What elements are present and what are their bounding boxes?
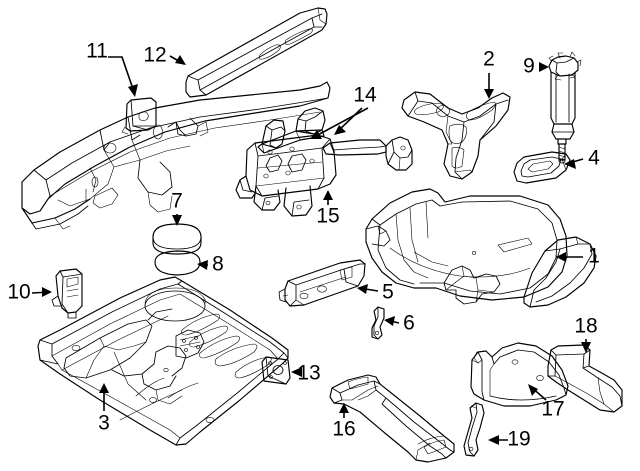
callout-number-2: 2 (483, 48, 495, 71)
part-12-side-sill-rail-upper (185, 7, 328, 98)
part-1-trunk-floor-pan (365, 188, 597, 308)
callout-number-18: 18 (574, 315, 597, 338)
callout-number-8: 8 (212, 253, 224, 276)
part-5-rear-rail-reinforcement-channel (278, 259, 366, 307)
callout-number-11: 11 (86, 40, 108, 63)
callout-number-15: 15 (316, 205, 339, 228)
callout-number-12: 12 (143, 44, 166, 67)
part-18-rear-corner-extension-panel (547, 344, 623, 413)
callout-number-4: 4 (588, 147, 600, 170)
callout-number-9: 9 (523, 55, 535, 78)
callout-number-3: 3 (98, 412, 110, 435)
callout-number-10: 10 (7, 281, 30, 304)
part-15-seat-mount-crossmember (235, 134, 337, 217)
part-9-scissor-jack-screw-assembly (548, 51, 582, 164)
part-11-front-rail-mount-bracket (121, 97, 157, 135)
part-10-floor-pan-bracket (51, 268, 83, 319)
part-16-rear-floor-side-rail (329, 374, 455, 463)
callout-number-1: 1 (588, 245, 600, 268)
part-17-wheelhouse-closing-panel (470, 342, 569, 407)
part-2-y-shaped-crossmember-brace (401, 91, 511, 180)
callout-number-5: 5 (382, 281, 394, 304)
callout-number-14: 14 (353, 84, 377, 107)
callout-leaders (31, 55, 591, 445)
callout-number-6: 6 (403, 312, 415, 335)
part-4-jack-pad-tray (513, 151, 571, 184)
part-19-curved-reinforcement-bracket (463, 402, 485, 457)
frame-rail-assembly (21, 81, 331, 230)
part-13-mounting-plate (261, 356, 291, 385)
callout-number-16: 16 (332, 418, 355, 441)
part-6-small-angle-bracket (371, 306, 385, 340)
callout-numbers: 1 2 3 4 5 6 7 8 9 10 11 12 13 14 15 16 1… (7, 40, 600, 451)
callout-number-13: 13 (297, 362, 320, 385)
part-8-floor-drain-plug-lower (154, 250, 201, 276)
callout-number-7: 7 (171, 190, 183, 213)
part-7-floor-drain-plug-upper (152, 223, 202, 255)
callout-number-17: 17 (541, 398, 564, 421)
callout-number-19: 19 (507, 428, 530, 451)
